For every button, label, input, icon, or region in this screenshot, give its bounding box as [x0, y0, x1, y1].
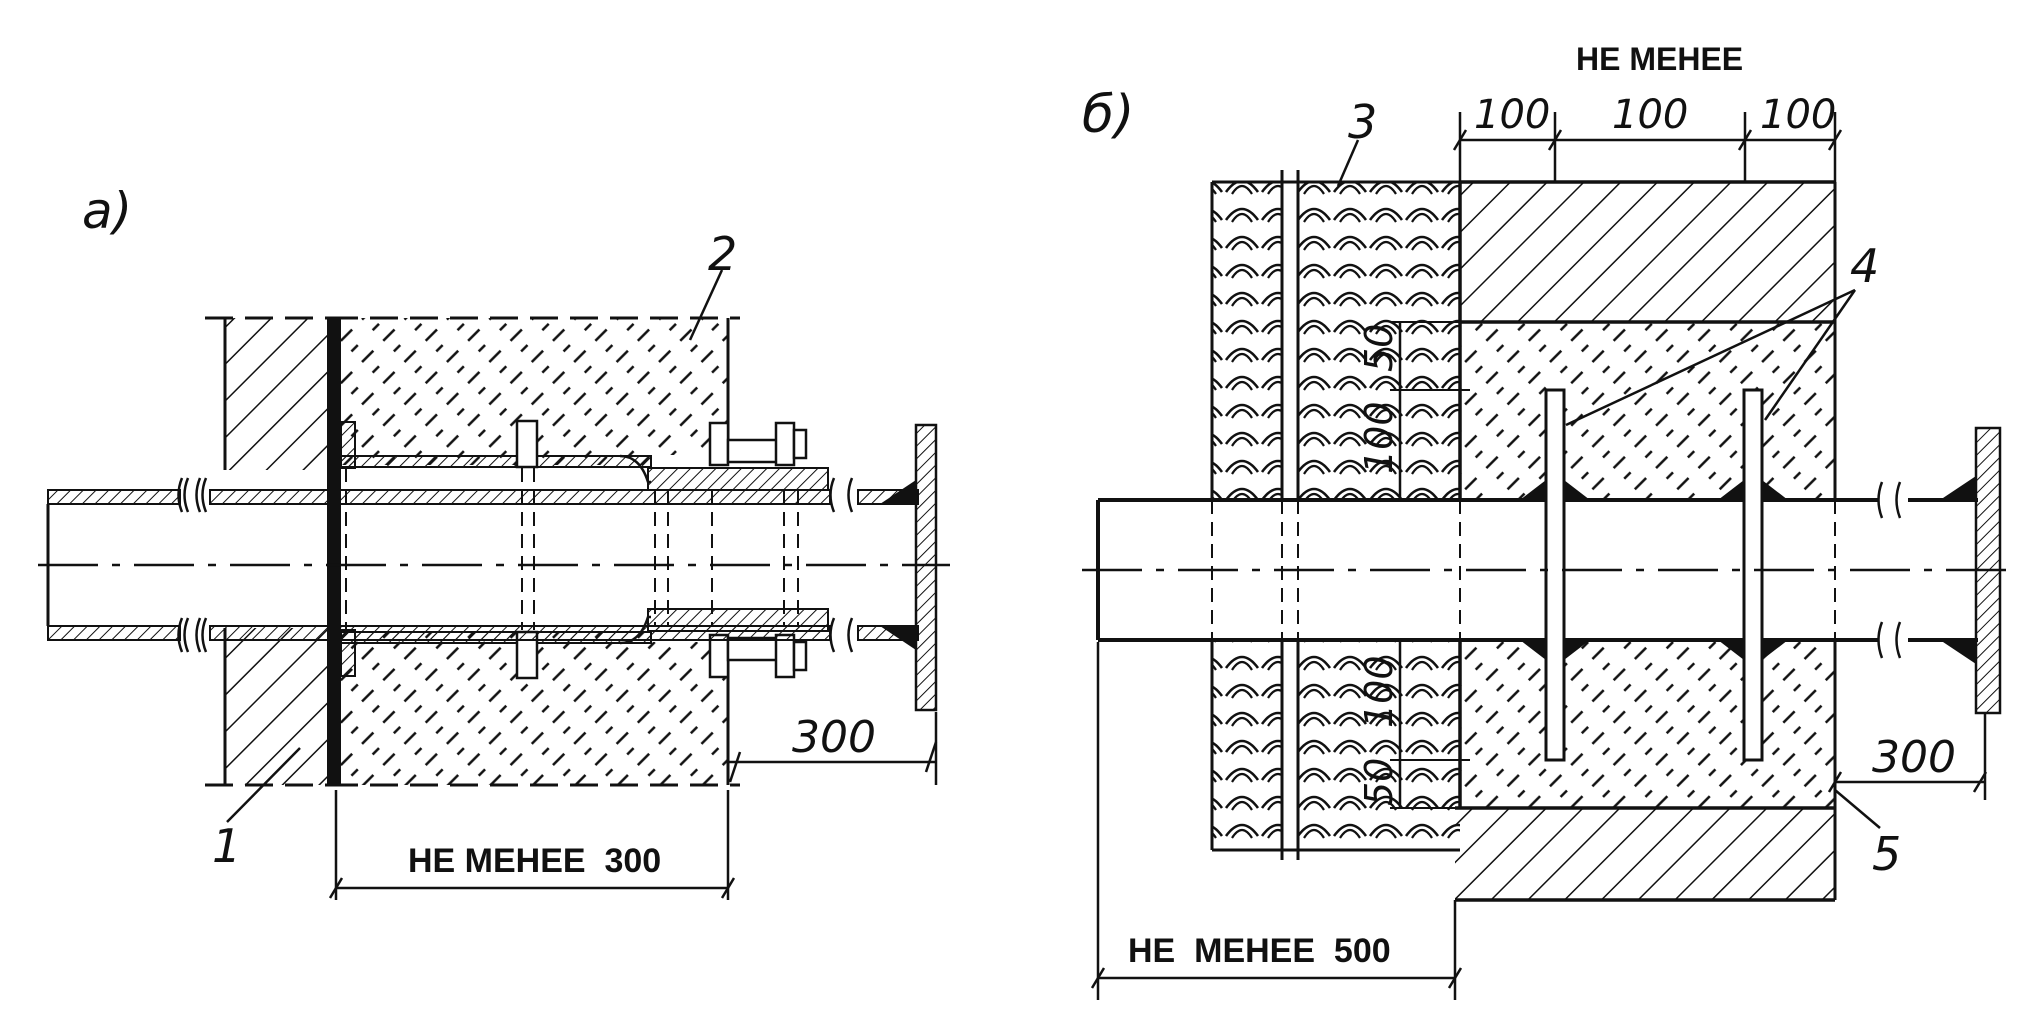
sleeve-pipe [340, 454, 652, 645]
waterproofing-layer [327, 318, 341, 785]
dim-side-100-bottom: 100 [1357, 655, 1401, 728]
callout-2: 2 [708, 227, 737, 281]
figure-a-label: а) [82, 182, 132, 240]
figure-b: б) [1082, 41, 2020, 1000]
dim-300-text: 300 [792, 712, 876, 763]
dimension-min300: НЕ МЕНЕЕ 300 [328, 790, 736, 900]
figure-a: а) [38, 182, 950, 900]
dim-300-b-text: 300 [1872, 732, 1956, 783]
main-pipe-a [46, 477, 919, 653]
insulation-layer [1210, 170, 1460, 860]
dim-top-100-1: 100 [1474, 92, 1550, 138]
dimension-side-chain: 50 100 100 50 [1357, 321, 1470, 809]
dimension-300-a: 300 [728, 712, 938, 785]
callout-5: 5 [1872, 827, 1901, 881]
dim-top-100-3: 100 [1760, 92, 1836, 138]
wall-left-section [205, 316, 330, 787]
dim-side-50-top: 50 [1357, 324, 1401, 372]
dim-top-title: НЕ МЕНЕЕ [1576, 41, 1743, 77]
dimension-300-b: 300 [1827, 714, 1988, 800]
callout-4: 4 [1850, 239, 1879, 293]
dimension-top-chain: НЕ МЕНЕЕ 100 100 100 [1452, 41, 1843, 182]
figure-b-label: б) [1082, 85, 1134, 145]
concrete-block [330, 316, 740, 787]
hidden-lines-a [331, 468, 799, 630]
dimension-min500: НЕ МЕНЕЕ 500 [1090, 642, 1463, 1000]
callout-3: 3 [1348, 95, 1377, 149]
dim-top-100-2: 100 [1612, 92, 1688, 138]
dim-min300-text: НЕ МЕНЕЕ 300 [408, 842, 661, 880]
callout-1: 1 [212, 819, 241, 873]
dim-side-50-bottom: 50 [1357, 758, 1401, 806]
dim-side-100-top: 100 [1357, 401, 1401, 474]
dim-min500-text: НЕ МЕНЕЕ 500 [1128, 932, 1391, 970]
end-flange-a [880, 423, 938, 712]
